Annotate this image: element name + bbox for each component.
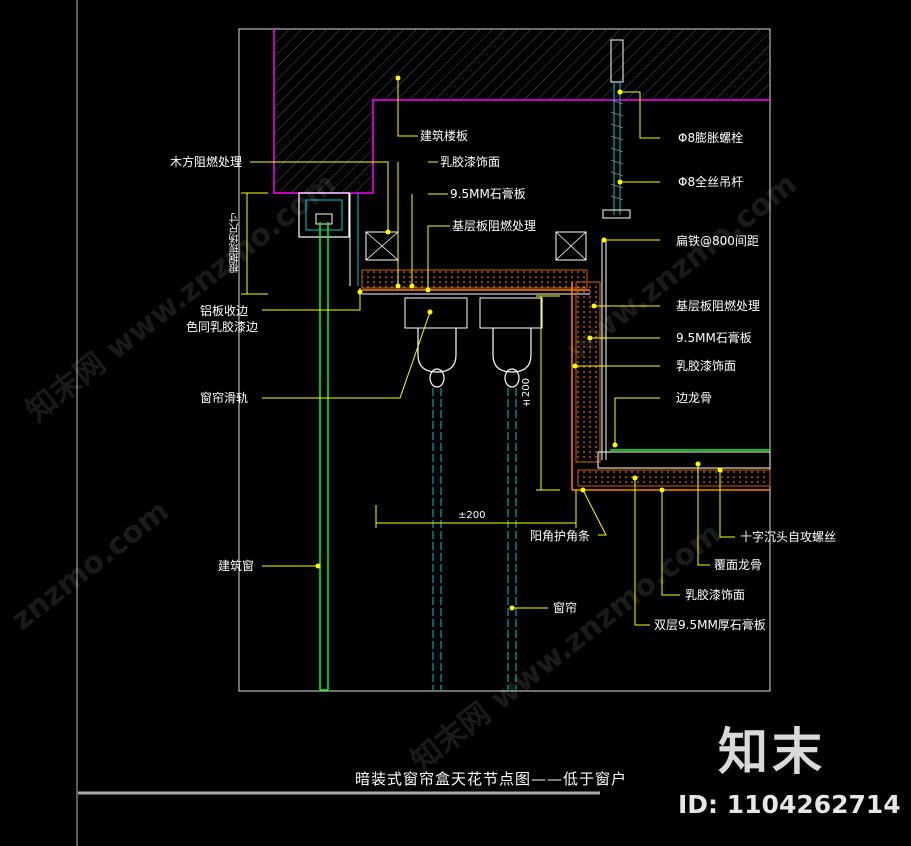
label-latex-paint-ceiling: 乳胶漆饰面	[685, 588, 746, 602]
label-double-gypsum: 双层9.5MM厚石膏板	[654, 618, 766, 632]
label-corner-strip: 阳角护角条	[530, 529, 591, 543]
label-gypsum-top: 9.5MM石膏板	[450, 187, 526, 201]
window-assembly	[298, 192, 359, 691]
label-latex-paint-side: 乳胶漆饰面	[676, 359, 737, 373]
soffit-drop	[571, 240, 607, 490]
brand-id: ID: 1104262714	[678, 790, 901, 819]
label-self-tapping-screw: 十字沉头自攻螺丝	[740, 530, 837, 544]
drawing-frame	[76, 0, 771, 846]
label-gypsum-side: 9.5MM石膏板	[676, 331, 752, 345]
building-slab	[273, 29, 770, 194]
curtain-box	[359, 231, 590, 296]
ceiling-board	[572, 449, 771, 491]
leader-lines	[250, 78, 735, 626]
label-cover-keel: 覆面龙骨	[714, 558, 763, 572]
label-threaded-rod: Φ8全丝吊杆	[678, 175, 744, 189]
label-expansion-bolt: Φ8膨胀螺栓	[678, 131, 744, 145]
label-dim-vertical: ±200	[521, 378, 532, 409]
label-dim-horizontal: ±200	[458, 510, 486, 521]
label-base-board-top: 基层板阻燃处理	[452, 219, 537, 233]
curtains	[432, 388, 517, 690]
label-aluminum-trim-color: 色同乳胶漆边	[186, 320, 259, 334]
label-curtain-track: 窗帘滑轨	[200, 391, 249, 405]
brand-logo: 知末	[718, 723, 826, 781]
label-base-board-side: 基层板阻燃处理	[676, 299, 761, 313]
label-field-dim: 根据现场尺寸	[230, 213, 241, 273]
curtain-tracks	[404, 297, 543, 388]
hanger-rod	[602, 39, 631, 219]
label-edge-keel: 边龙骨	[676, 391, 713, 405]
dimension-lines	[241, 192, 577, 528]
label-wood-fireproof: 木方阻燃处理	[170, 155, 243, 169]
label-building-slab: 建筑楼板	[420, 129, 469, 143]
label-aluminum-trim: 铝板收边	[200, 304, 249, 318]
label-curtain: 窗帘	[553, 601, 578, 615]
label-latex-paint-top: 乳胶漆饰面	[440, 155, 501, 169]
label-flat-iron: 扁铁@800间距	[676, 234, 759, 248]
label-building-window: 建筑窗	[218, 559, 255, 573]
drawing-title: 暗装式窗帘盒天花节点图——低于窗户	[355, 770, 628, 788]
leader-dots	[315, 75, 723, 611]
